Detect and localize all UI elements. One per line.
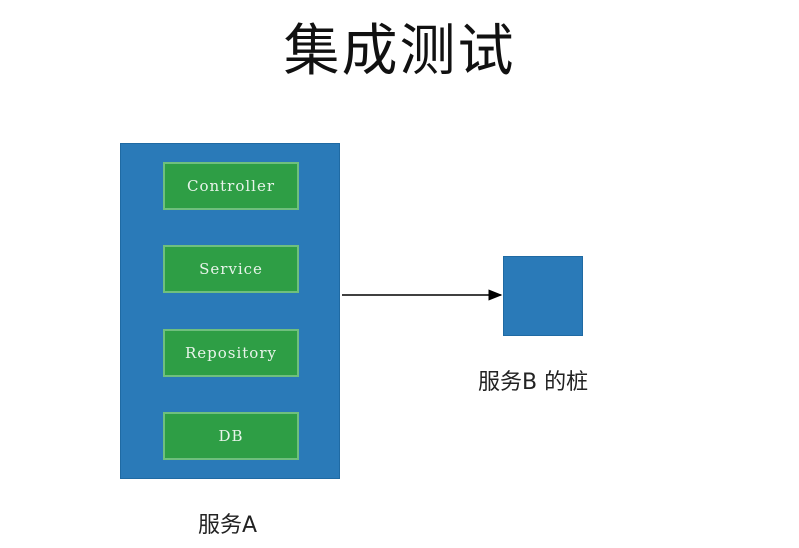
service-b-stub-box [503,256,583,336]
layer-db: DB [163,412,299,460]
slide-title: 集成测试 [283,19,516,84]
service-a-label: 服务A [198,513,258,538]
layer-service: Service [163,245,299,293]
layer-repository: Repository [163,329,299,377]
service-a-box: Controller Service Repository DB [120,143,340,479]
service-b-stub-label: 服务B 的桩 [478,370,589,395]
layer-controller: Controller [163,162,299,210]
